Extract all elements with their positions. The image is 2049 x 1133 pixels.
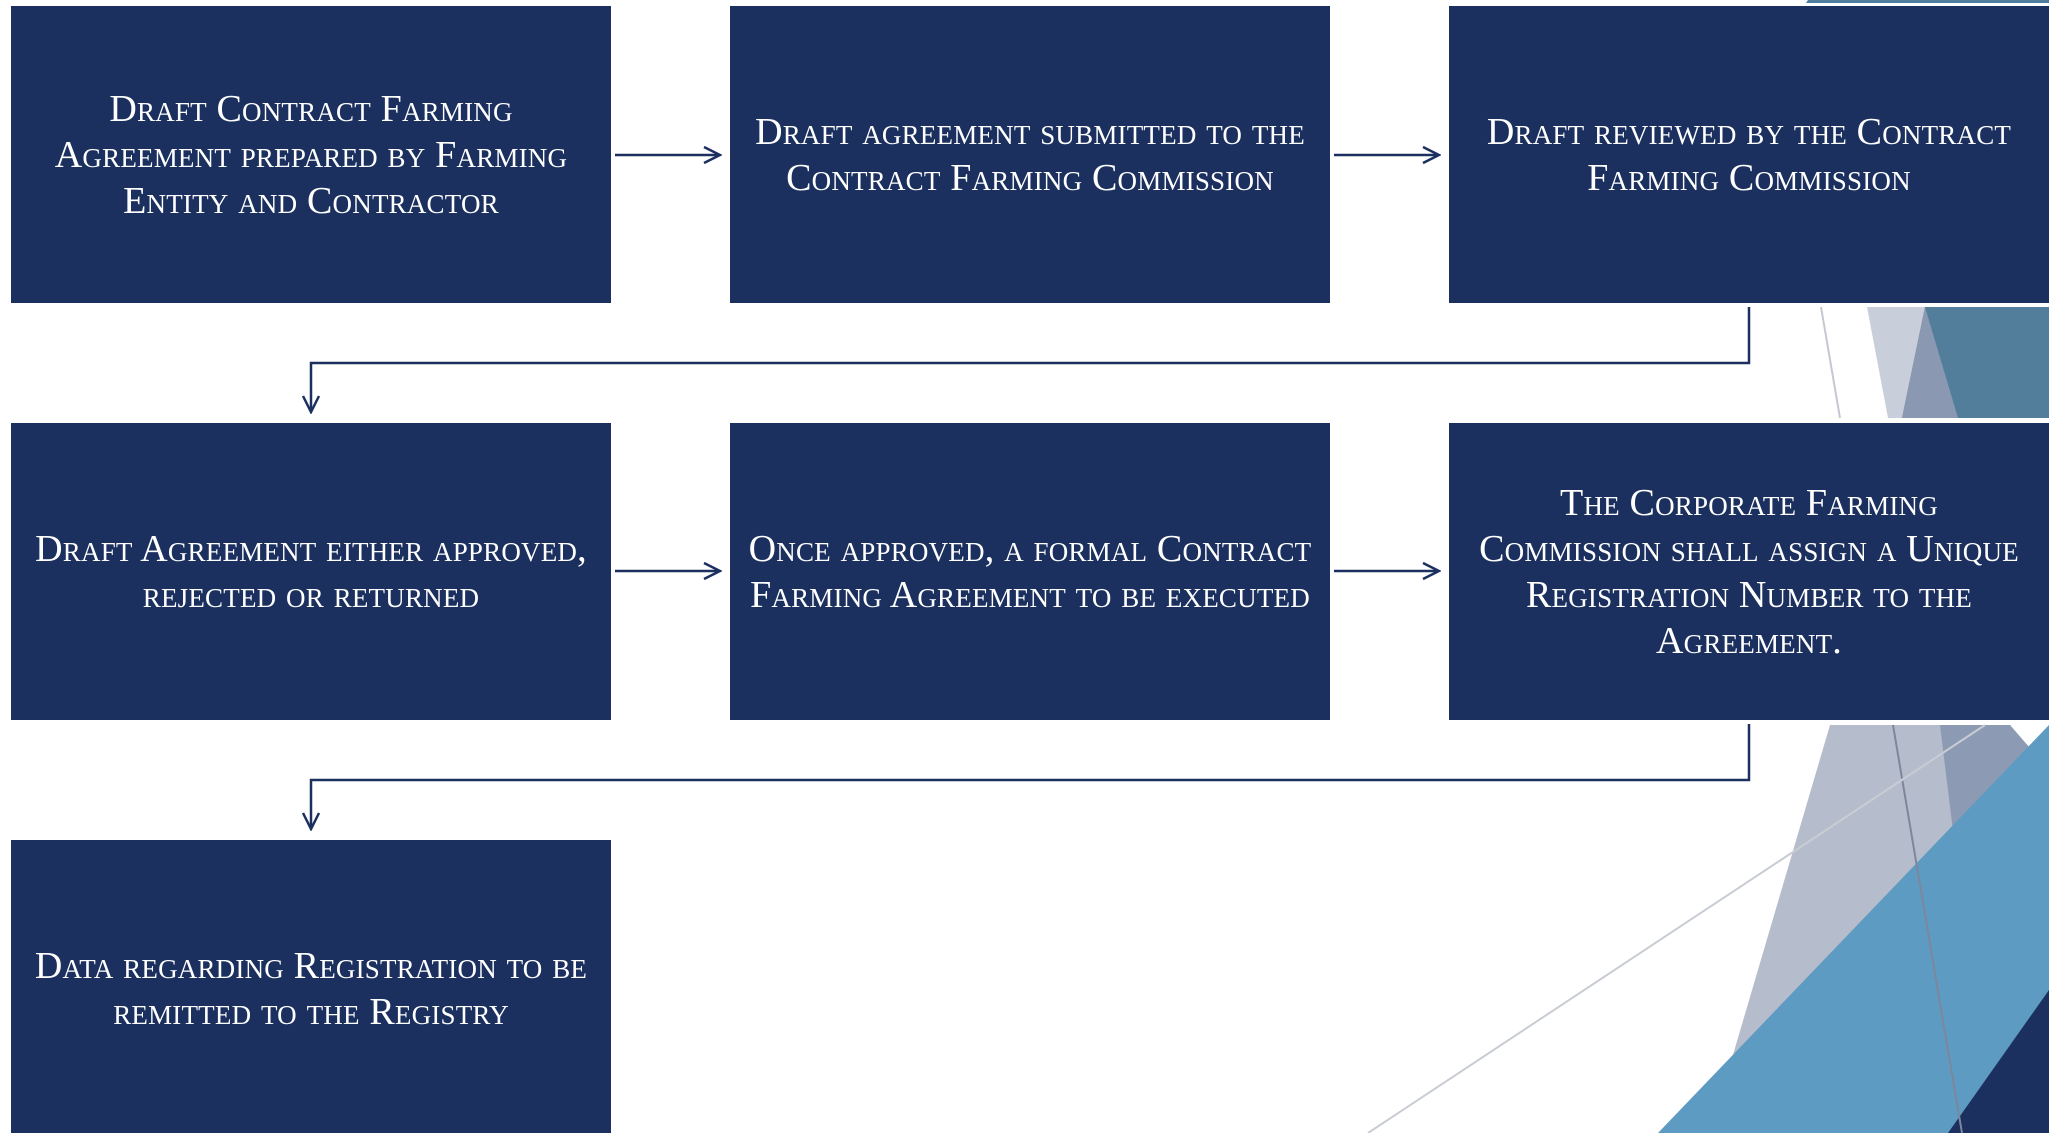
flow-step-text: Draft Contract Farming Agreement prepare… xyxy=(54,87,568,222)
deco-lower-blue-shard xyxy=(1658,725,2049,1133)
deco-lower-line-b xyxy=(1367,724,1986,1133)
flow-step-text: Draft Agreement either approved, rejecte… xyxy=(35,527,587,616)
flow-step-text: Once approved, a formal Contract Farming… xyxy=(748,527,1312,616)
flow-step-data-remitted: Data regarding Registration to be remitt… xyxy=(11,840,611,1133)
flow-step-registration-number: The Corporate Farming Commission shall a… xyxy=(1449,423,2049,720)
deco-lower-dark-shard xyxy=(1948,990,2049,1133)
deco-upper-line xyxy=(1820,306,1841,419)
flow-step-text: Draft agreement submitted to the Contrac… xyxy=(755,110,1305,199)
flow-step-text: Draft reviewed by the Contract Farming C… xyxy=(1486,110,2012,199)
flow-step-text: Data regarding Registration to be remitt… xyxy=(34,944,588,1033)
flow-step-draft-prepared: Draft Contract Farming Agreement prepare… xyxy=(11,6,611,303)
deco-lower-line-a xyxy=(1892,724,1963,1133)
elbow-connector-step6-to-step7 xyxy=(311,724,1751,829)
flow-step-agreement-executed: Once approved, a formal Contract Farming… xyxy=(730,423,1330,720)
flow-step-decision: Draft Agreement either approved, rejecte… xyxy=(11,423,611,720)
deco-upper-mid-shard xyxy=(1902,307,1958,418)
deco-top-strip xyxy=(1806,0,2049,3)
flow-step-draft-submitted: Draft agreement submitted to the Contrac… xyxy=(730,6,1330,303)
flow-step-draft-reviewed: Draft reviewed by the Contract Farming C… xyxy=(1449,6,2049,303)
elbow-connector-step3-to-step4 xyxy=(311,307,1751,412)
flow-step-text: The Corporate Farming Commission shall a… xyxy=(1479,481,2019,662)
